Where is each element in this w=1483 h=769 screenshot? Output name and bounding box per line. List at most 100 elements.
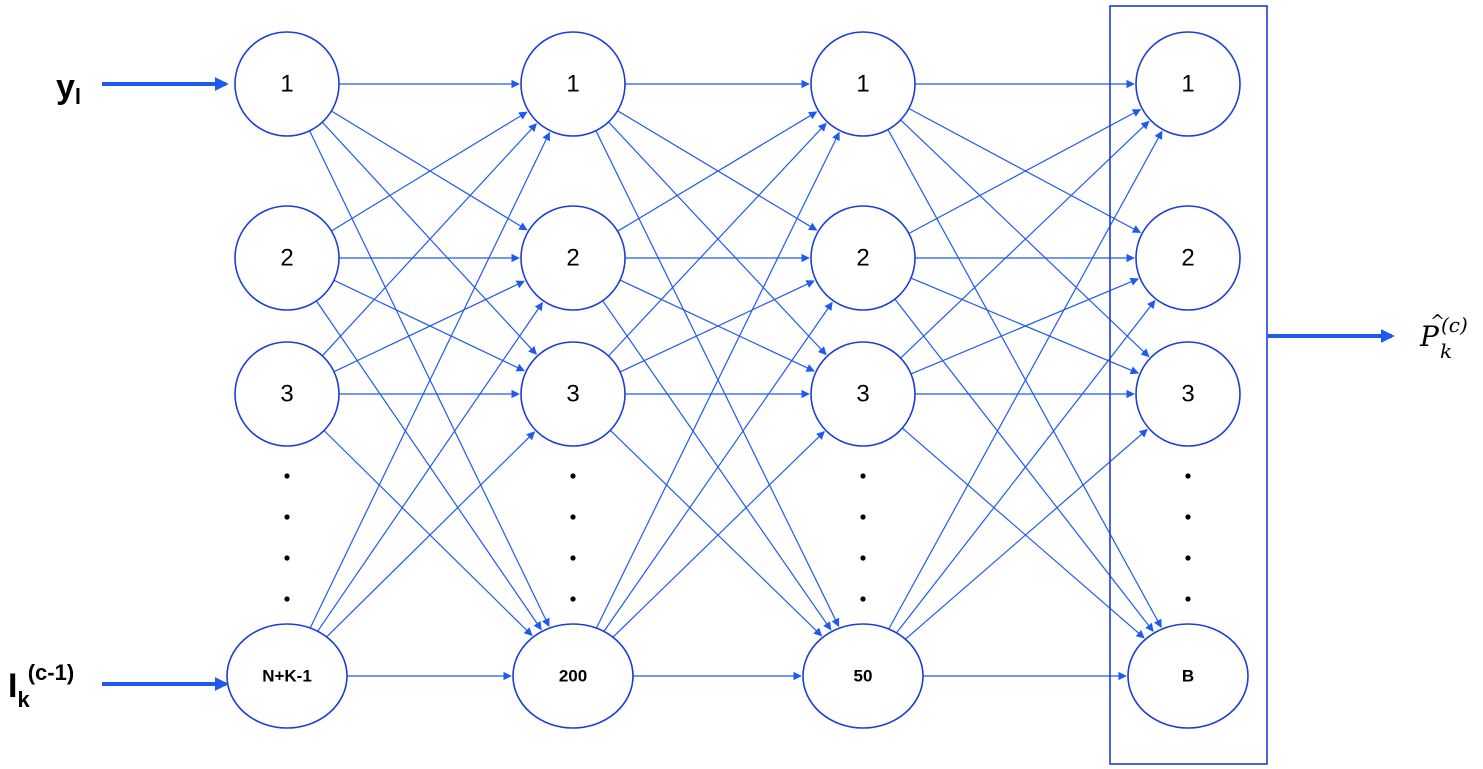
edge-l1-n3-to-n1: [321, 123, 537, 357]
ellipsis-dot-layer3-4: [860, 596, 866, 602]
ellipsis-dot-layer2-3: [570, 555, 576, 561]
edge-l3-n3-to-n2: [910, 277, 1139, 375]
edge-l3-n1-to-n3: [900, 119, 1150, 358]
ellipsis-dot-layer1-4: [284, 596, 290, 602]
output-layer-node-2-label: 2: [1181, 245, 1194, 272]
edge-l1-n4-to-n3: [326, 431, 536, 638]
output-label-sub: k: [1440, 339, 1452, 363]
input-layer-node-4-circle: [226, 623, 348, 729]
output-layer-node-3-circle: [1135, 341, 1241, 447]
edge-l2-n2-to-n4: [602, 300, 832, 631]
edge-l3-n1-to-n4: [887, 129, 1162, 629]
hidden-layer-2-node-2-label: 2: [856, 245, 869, 272]
output-label-sup: (c): [1441, 313, 1468, 337]
ellipsis-dot-layer2-2: [570, 514, 576, 520]
hidden-layer-2-node-2-circle: [810, 205, 916, 311]
ellipsis-dot-layer1-2: [284, 514, 290, 520]
ellipsis-dots: [284, 473, 1191, 602]
edge-l3-n4-to-n2: [896, 299, 1156, 634]
edge-l3-n4-to-n3: [905, 428, 1148, 640]
ellipsis-dot-layer1-1: [284, 473, 290, 479]
edge-l3-n4-to-n1: [888, 130, 1163, 630]
edge-l1-n2-to-n1: [331, 111, 528, 232]
hidden-layer-2-node-4: 50: [802, 623, 924, 729]
input-label-bottom: Ik(c-1): [8, 660, 74, 712]
edge-l2-n1-to-n2: [617, 110, 818, 231]
edge-l1-n3-to-n4: [323, 430, 533, 637]
ellipsis-dot-layer4-2: [1185, 514, 1191, 520]
hidden-layer-1-node-2: 2: [520, 205, 626, 311]
nodes: 1 2 3N+K-1 1 2 3 200 1 2 3 50 1 2 3B: [226, 31, 1249, 729]
hidden-layer-1-node-4-circle: [512, 623, 634, 729]
output-label: P ^ k (c): [1419, 311, 1468, 363]
edge-l3-n3-to-n1: [900, 120, 1150, 359]
hidden-layer-1-node-2-label: 2: [566, 245, 579, 272]
edge-l1-n1-to-n3: [321, 121, 537, 355]
hidden-layer-1-node-3: 3: [520, 341, 626, 447]
input-layer-node-3-label: 3: [280, 381, 293, 408]
edge-l2-n4-to-n3: [612, 431, 825, 638]
ellipsis-dot-layer3-2: [860, 514, 866, 520]
hidden-layer-1-node-4: 200: [512, 623, 634, 729]
ellipsis-dot-layer2-1: [570, 473, 576, 479]
output-layer-node-2: 2: [1135, 205, 1241, 311]
edge-l1-n3-to-n2: [333, 280, 525, 373]
input-layer-node-2-label: 2: [280, 245, 293, 272]
edge-l2-n4-to-n2: [603, 301, 833, 632]
hidden-layer-2-node-1-label: 1: [856, 71, 869, 98]
input-layer-node-4: N+K-1: [226, 623, 348, 729]
input-layer-node-1-circle: [234, 31, 340, 137]
input-layer-node-2: 2: [234, 205, 340, 311]
ellipsis-dot-layer1-3: [284, 555, 290, 561]
hidden-layer-1-node-1: 1: [520, 31, 626, 137]
hidden-layer-2-node-2: 2: [810, 205, 916, 311]
edge-l3-n2-to-n1: [908, 108, 1142, 235]
edge-l2-n4-to-n1: [595, 131, 840, 629]
edge-l3-n1-to-n2: [908, 107, 1142, 234]
hidden-layer-2-node-3-circle: [810, 341, 916, 447]
output-layer-node-3: 3: [1135, 341, 1241, 447]
hidden-layer-2-node-1-circle: [810, 31, 916, 137]
output-layer-node-1: 1: [1135, 31, 1241, 137]
edge-l2-n3-to-n1: [608, 122, 827, 357]
input-layer-node-3: 3: [234, 341, 340, 447]
input-layer-node-2-circle: [234, 205, 340, 311]
edge-l1-n1-to-n2: [331, 110, 528, 231]
edge-l2-n2-to-n1: [617, 111, 818, 232]
edge-l2-n3-to-n4: [609, 429, 823, 637]
edge-l1-n2-to-n3: [333, 279, 525, 372]
edge-l3-n3-to-n4: [901, 427, 1145, 639]
ellipsis-dot-layer2-4: [570, 596, 576, 602]
output-layer-node-4: B: [1127, 623, 1249, 729]
edge-l2-n3-to-n2: [619, 280, 815, 373]
hidden-layer-2-node-3: 3: [810, 341, 916, 447]
edge-l2-n1-to-n4: [595, 130, 840, 628]
edge-l1-n1-to-n4: [309, 130, 550, 627]
hidden-layer-2-node-4-label: 50: [854, 667, 873, 686]
input-layer-node-4-label: N+K-1: [262, 667, 312, 686]
output-layer-node-4-label: B: [1182, 667, 1194, 686]
hidden-layer-1-node-3-label: 3: [566, 381, 579, 408]
edge-l1-n4-to-n1: [309, 131, 551, 629]
output-layer-node-4-circle: [1127, 623, 1249, 729]
ellipsis-dot-layer3-3: [860, 555, 866, 561]
output-layer-node-2-circle: [1135, 205, 1241, 311]
edge-l2-n1-to-n3: [608, 121, 827, 356]
hidden-layer-2-node-4-circle: [802, 623, 924, 729]
edge-l2-n2-to-n3: [619, 279, 815, 372]
output-layer-box: [1109, 5, 1268, 765]
output-layer-node-3-label: 3: [1181, 381, 1194, 408]
edge-l3-n2-to-n4: [894, 298, 1154, 632]
ellipsis-dot-layer4-1: [1185, 473, 1191, 479]
hidden-layer-2-node-3-label: 3: [856, 381, 869, 408]
input-layer-node-1: 1: [234, 31, 340, 137]
input-layer-node-3-circle: [234, 341, 340, 447]
edge-l1-n4-to-n2: [317, 301, 543, 632]
hidden-layer-1-node-2-circle: [520, 205, 626, 311]
hidden-layer-1-node-4-label: 200: [559, 667, 587, 686]
input-label-top: yl: [56, 68, 81, 109]
input-layer-node-1-label: 1: [280, 71, 293, 98]
ellipsis-dot-layer4-4: [1185, 596, 1191, 602]
hidden-layer-1-node-3-circle: [520, 341, 626, 447]
